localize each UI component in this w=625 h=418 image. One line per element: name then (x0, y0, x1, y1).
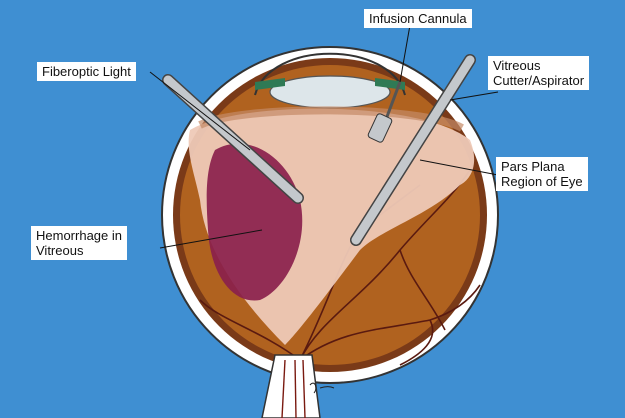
label-pars-plana-line1: Pars Plana (501, 159, 583, 174)
label-hemorrhage-line2: Vitreous (36, 243, 122, 258)
label-fiberoptic-light-text: Fiberoptic Light (42, 64, 131, 79)
label-infusion-cannula: Infusion Cannula (364, 9, 472, 28)
lens (270, 76, 390, 108)
label-fiberoptic-light: Fiberoptic Light (37, 62, 136, 81)
label-vitreous-cutter-line1: Vitreous (493, 58, 584, 73)
label-vitreous-cutter: Vitreous Cutter/Aspirator (488, 56, 589, 90)
label-pars-plana: Pars Plana Region of Eye (496, 157, 588, 191)
label-hemorrhage-line1: Hemorrhage in (36, 228, 122, 243)
label-infusion-cannula-text: Infusion Cannula (369, 11, 467, 26)
label-hemorrhage: Hemorrhage in Vitreous (31, 226, 127, 260)
label-vitreous-cutter-line2: Cutter/Aspirator (493, 73, 584, 88)
label-pars-plana-line2: Region of Eye (501, 174, 583, 189)
